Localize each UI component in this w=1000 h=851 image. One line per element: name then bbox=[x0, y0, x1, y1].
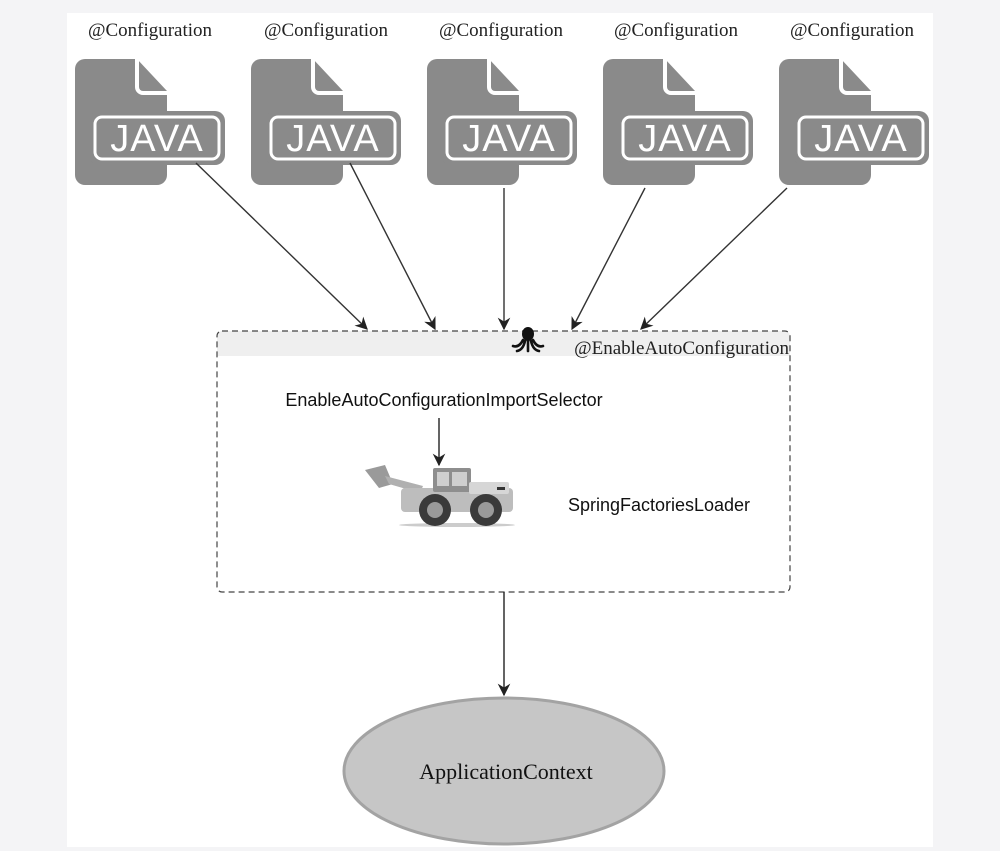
box-border bbox=[216, 330, 791, 593]
box-header-band bbox=[217, 331, 790, 356]
java-icon-text: JAVA bbox=[110, 118, 203, 160]
java-icon-text: JAVA bbox=[814, 118, 907, 160]
arrow-config-5 bbox=[640, 187, 788, 330]
loader-label: SpringFactoriesLoader bbox=[568, 495, 750, 515]
wheel-loader-icon bbox=[365, 465, 515, 527]
config-label: @Configuration bbox=[439, 20, 564, 41]
config-class-2: @Configuration JAVA bbox=[249, 20, 403, 187]
application-context-node: ApplicationContext bbox=[342, 696, 666, 846]
config-label: @Configuration bbox=[264, 20, 389, 41]
config-label: @Configuration bbox=[614, 20, 739, 41]
arrow-config-1 bbox=[195, 162, 368, 330]
java-file-icon: JAVA bbox=[777, 57, 931, 187]
arrow-config-2 bbox=[349, 162, 436, 331]
java-file-icon: JAVA bbox=[249, 57, 403, 187]
config-label: @Configuration bbox=[88, 20, 213, 41]
config-class-3: @Configuration JAVA bbox=[425, 20, 579, 187]
selector-label: EnableAutoConfigurationImportSelector bbox=[285, 390, 602, 410]
config-class-1: @Configuration JAVA bbox=[73, 20, 227, 187]
java-icon-text: JAVA bbox=[286, 118, 379, 160]
enable-auto-config-box: @EnableAutoConfiguration EnableAutoConfi… bbox=[216, 327, 791, 593]
arrow-config-4 bbox=[571, 187, 646, 331]
java-file-icon: JAVA bbox=[73, 57, 227, 187]
context-ellipse bbox=[342, 696, 666, 846]
java-file-icon: JAVA bbox=[601, 57, 755, 187]
config-class-5: @Configuration JAVA bbox=[777, 20, 931, 187]
java-icon-text: JAVA bbox=[462, 118, 555, 160]
config-class-4: @Configuration JAVA bbox=[601, 20, 755, 187]
config-label: @Configuration bbox=[790, 20, 915, 41]
java-file-icon: JAVA bbox=[425, 57, 579, 187]
box-title: @EnableAutoConfiguration bbox=[574, 338, 789, 359]
octopus-icon bbox=[511, 327, 545, 353]
config-arrows bbox=[195, 162, 788, 331]
java-icon-text: JAVA bbox=[638, 118, 731, 160]
context-label: ApplicationContext bbox=[419, 759, 593, 784]
